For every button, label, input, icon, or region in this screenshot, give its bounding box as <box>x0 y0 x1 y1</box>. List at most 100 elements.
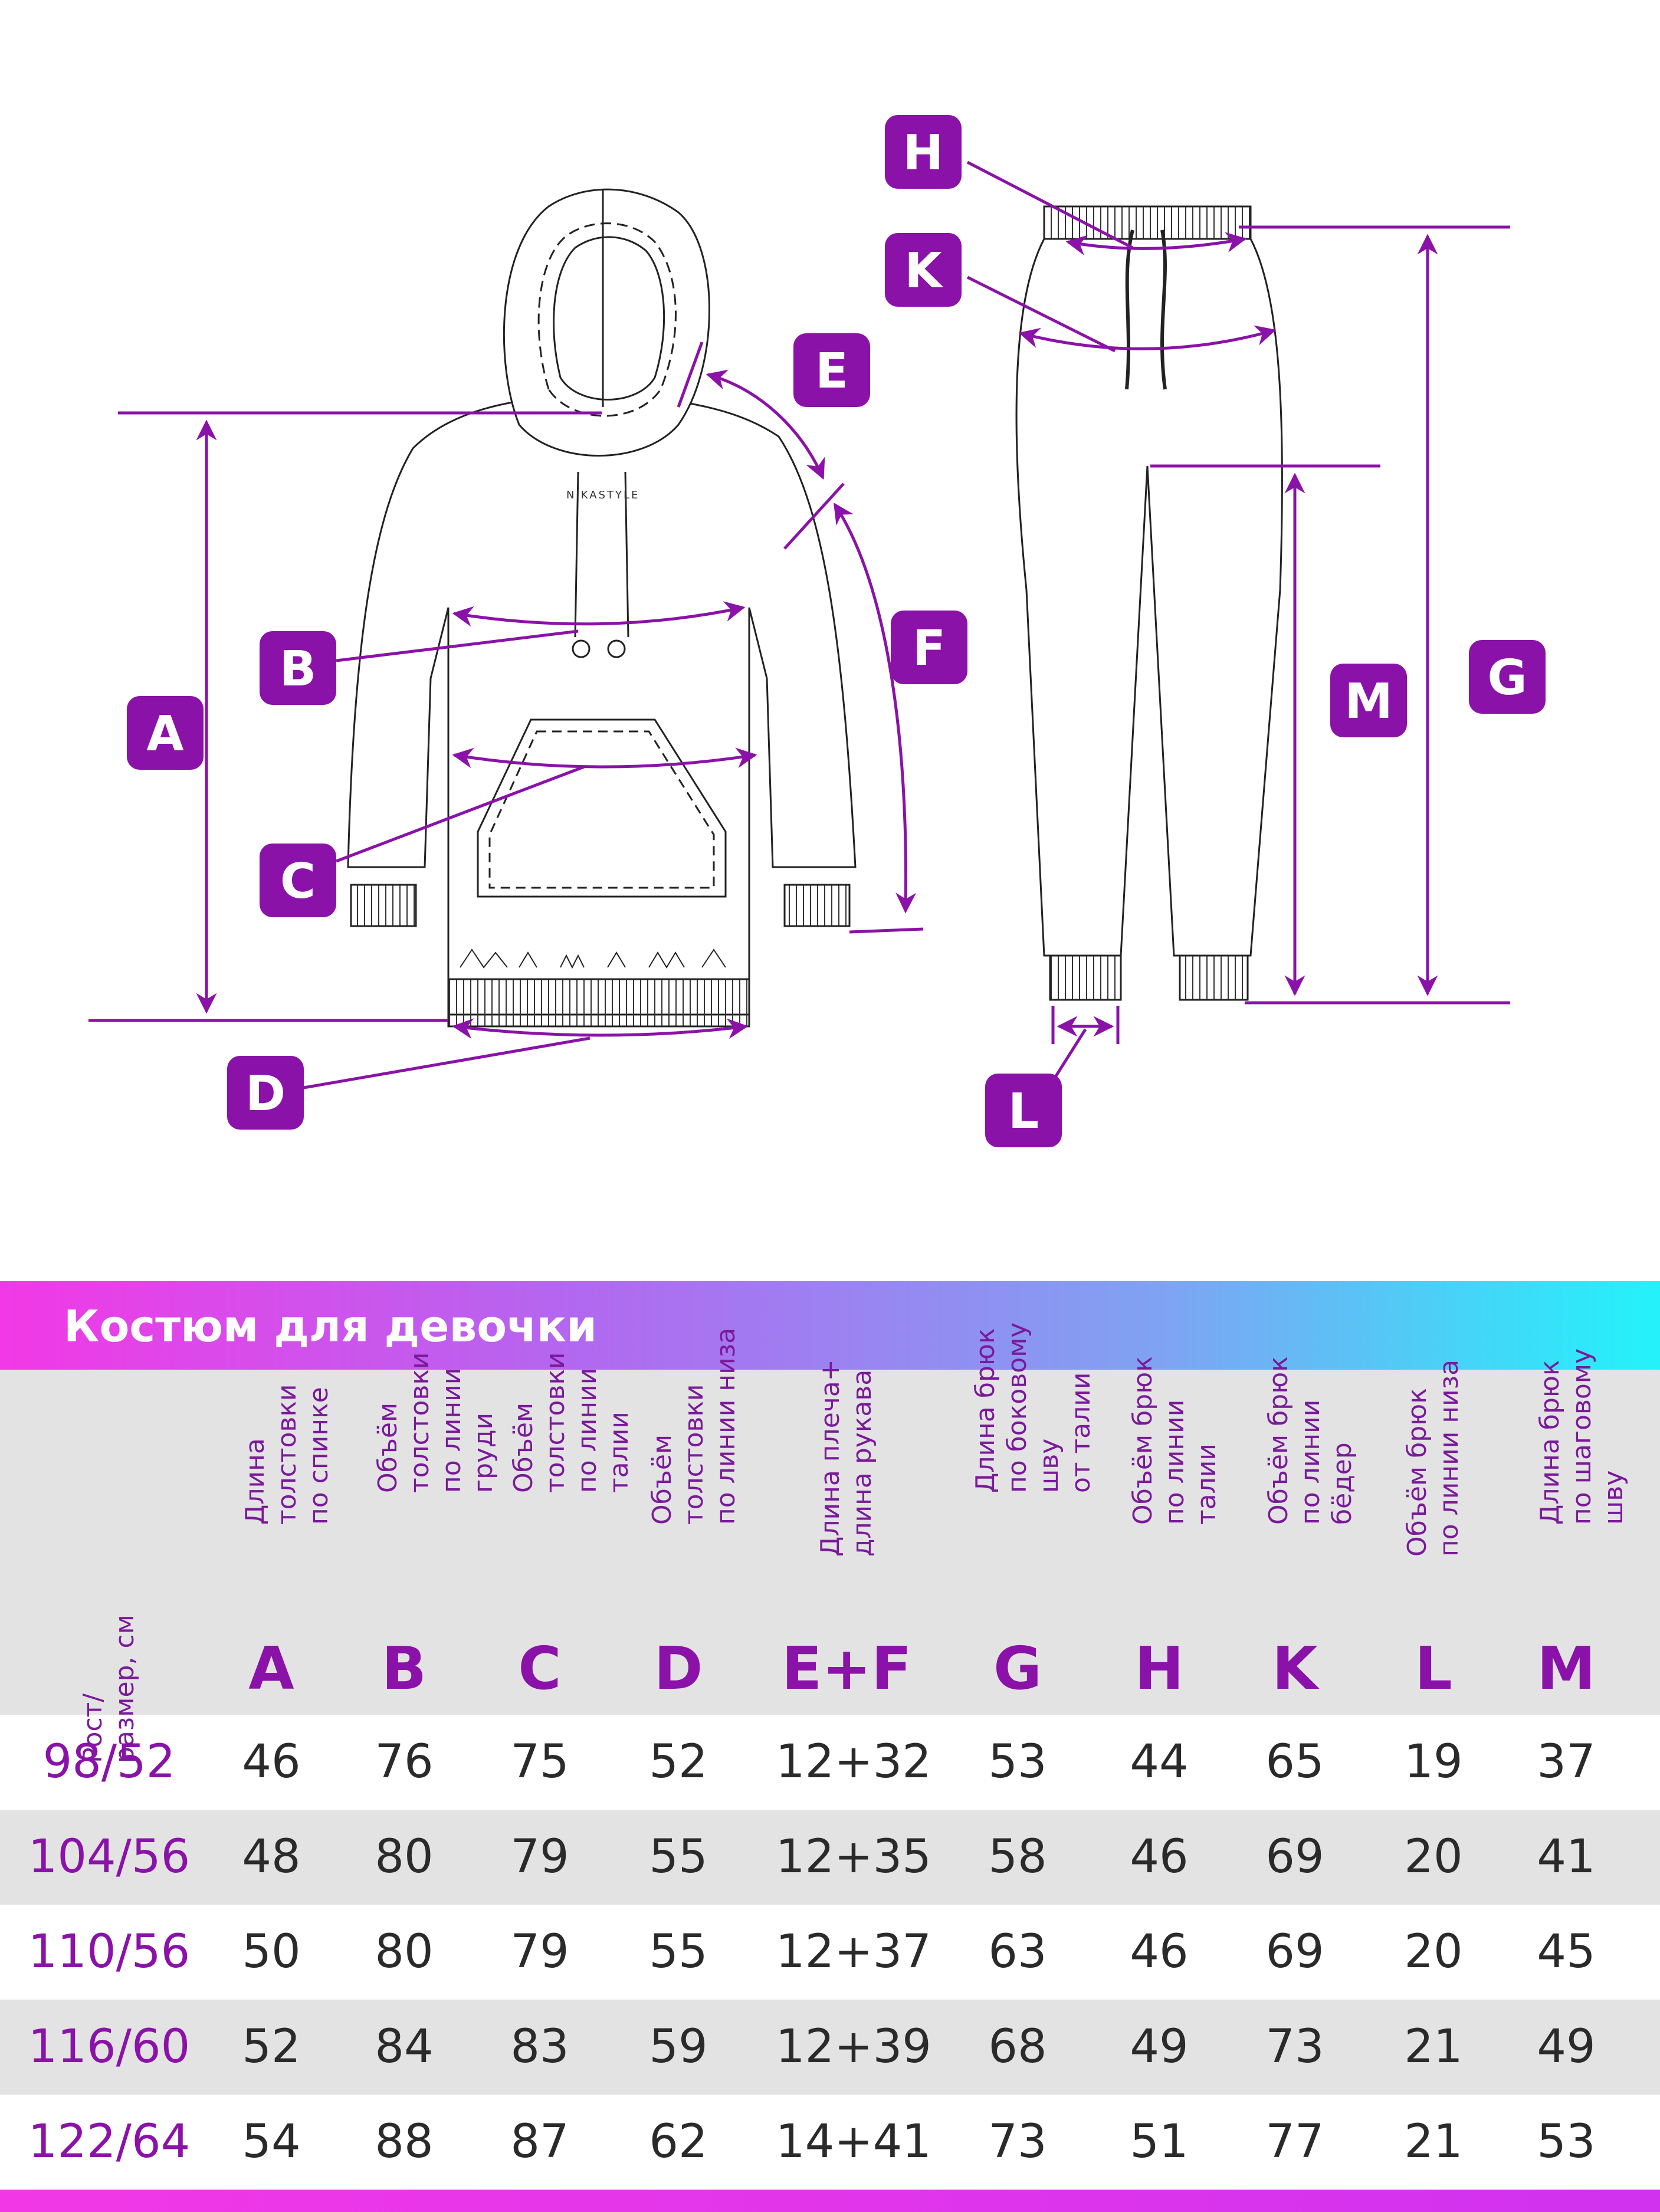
badge-k: K <box>885 233 962 307</box>
value-cell: 54 <box>242 2115 301 2168</box>
value-cell: 75 <box>510 1735 569 1788</box>
value-cell: 49 <box>1130 2020 1189 2073</box>
value-cell: 87 <box>510 2115 569 2168</box>
value-cell: 49 <box>1537 2020 1596 2073</box>
svg-text:M: M <box>1344 674 1393 730</box>
value-cell: 20 <box>1404 1925 1463 1978</box>
header-letter: A <box>248 1634 294 1703</box>
badge-c: C <box>260 844 336 917</box>
value-cell: 21 <box>1404 2115 1463 2168</box>
header-description: Длина плеча+ длина рукава <box>815 1359 877 1557</box>
size-diagram: NIKASTYLE <box>88 115 1546 1147</box>
size-table: 98/52 46 76 75 52 12+32 53 44 65 19 37 104/56 48 80 79… <box>0 1715 1660 2190</box>
title-bar: Костюм для девочки <box>0 1281 1660 1370</box>
svg-text:C: C <box>280 854 316 910</box>
svg-text:K: K <box>904 243 944 299</box>
size-cell: 116/60 <box>28 2020 191 2073</box>
value-cell: 83 <box>510 2020 569 2073</box>
size-cell: 110/56 <box>28 1925 191 1978</box>
value-cell: 53 <box>1537 2115 1596 2168</box>
value-cell: 65 <box>1265 1735 1324 1788</box>
badge-l: L <box>985 1074 1062 1147</box>
table-row: 110/56 50 80 79 55 12+37 63 46 69 20 45 <box>0 1905 1660 2000</box>
value-cell: 58 <box>988 1830 1047 1883</box>
header-letter: K <box>1272 1634 1318 1703</box>
size-cell: 104/56 <box>28 1830 191 1883</box>
badge-m: M <box>1330 664 1407 737</box>
value-cell: 12+39 <box>776 2020 931 2073</box>
badge-d: D <box>227 1056 304 1130</box>
value-cell: 79 <box>510 1925 569 1978</box>
value-cell: 80 <box>375 1830 434 1883</box>
value-cell: 88 <box>375 2115 434 2168</box>
value-cell: 52 <box>649 1735 708 1788</box>
value-cell: 19 <box>1404 1735 1463 1788</box>
value-cell: 46 <box>1130 1830 1189 1883</box>
svg-text:L: L <box>1008 1084 1039 1140</box>
value-cell: 73 <box>988 2115 1047 2168</box>
value-cell: 45 <box>1537 1925 1596 1978</box>
value-cell: 55 <box>649 1925 708 1978</box>
svg-text:E: E <box>815 343 848 399</box>
value-cell: 12+37 <box>776 1925 931 1978</box>
value-cell: 50 <box>242 1925 301 1978</box>
size-cell: 122/64 <box>28 2115 191 2168</box>
hoodie-drawing <box>347 188 857 1028</box>
pants-drawing <box>1015 205 1283 1001</box>
header-description: Объём толстовки по линии низа <box>647 1327 741 1525</box>
header-letter: L <box>1415 1634 1452 1703</box>
value-cell: 79 <box>510 1830 569 1883</box>
value-cell: 62 <box>649 2115 708 2168</box>
value-cell: 53 <box>988 1735 1047 1788</box>
badge-h: H <box>885 115 962 189</box>
logo-text: NIKASTYLE <box>566 489 639 501</box>
value-cell: 41 <box>1537 1830 1596 1883</box>
header-description: Длина брюк по шаговому шву <box>1535 1348 1629 1525</box>
value-cell: 44 <box>1130 1735 1189 1788</box>
svg-text:H: H <box>903 125 944 181</box>
value-cell: 80 <box>375 1925 434 1978</box>
value-cell: 12+32 <box>776 1735 931 1788</box>
size-cell: 98/52 <box>42 1735 176 1788</box>
header-cell-0: Рост/ размер, см <box>44 1370 174 1763</box>
value-cell: 76 <box>375 1735 434 1788</box>
header-letter: M <box>1537 1634 1596 1703</box>
measurement-lines <box>88 160 1510 1093</box>
header-description: Длина толстовки по спинке <box>240 1384 334 1525</box>
value-cell: 59 <box>649 2020 708 2073</box>
badge-e: E <box>793 333 870 407</box>
value-cell: 21 <box>1404 2020 1463 2073</box>
value-cell: 20 <box>1404 1830 1463 1883</box>
header-letter: D <box>654 1634 703 1703</box>
badge-g: G <box>1469 640 1546 714</box>
value-cell: 46 <box>1130 1925 1189 1978</box>
value-cell: 52 <box>242 2020 301 2073</box>
badge-b: B <box>260 631 336 705</box>
value-cell: 63 <box>988 1925 1047 1978</box>
badge-a: A <box>127 696 204 770</box>
value-cell: 69 <box>1265 1925 1324 1978</box>
svg-text:G: G <box>1487 650 1527 706</box>
value-cell: 37 <box>1537 1735 1596 1788</box>
svg-text:A: A <box>146 706 184 762</box>
value-cell: 55 <box>649 1830 708 1883</box>
header-description: Объём брюк по линии талии <box>1128 1356 1222 1525</box>
header-letter: B <box>381 1634 427 1703</box>
value-cell: 77 <box>1265 2115 1324 2168</box>
value-cell: 48 <box>242 1830 301 1883</box>
header-letter: C <box>518 1634 562 1703</box>
value-cell: 73 <box>1265 2020 1324 2073</box>
svg-text:F: F <box>913 621 946 677</box>
value-cell: 51 <box>1130 2115 1189 2168</box>
